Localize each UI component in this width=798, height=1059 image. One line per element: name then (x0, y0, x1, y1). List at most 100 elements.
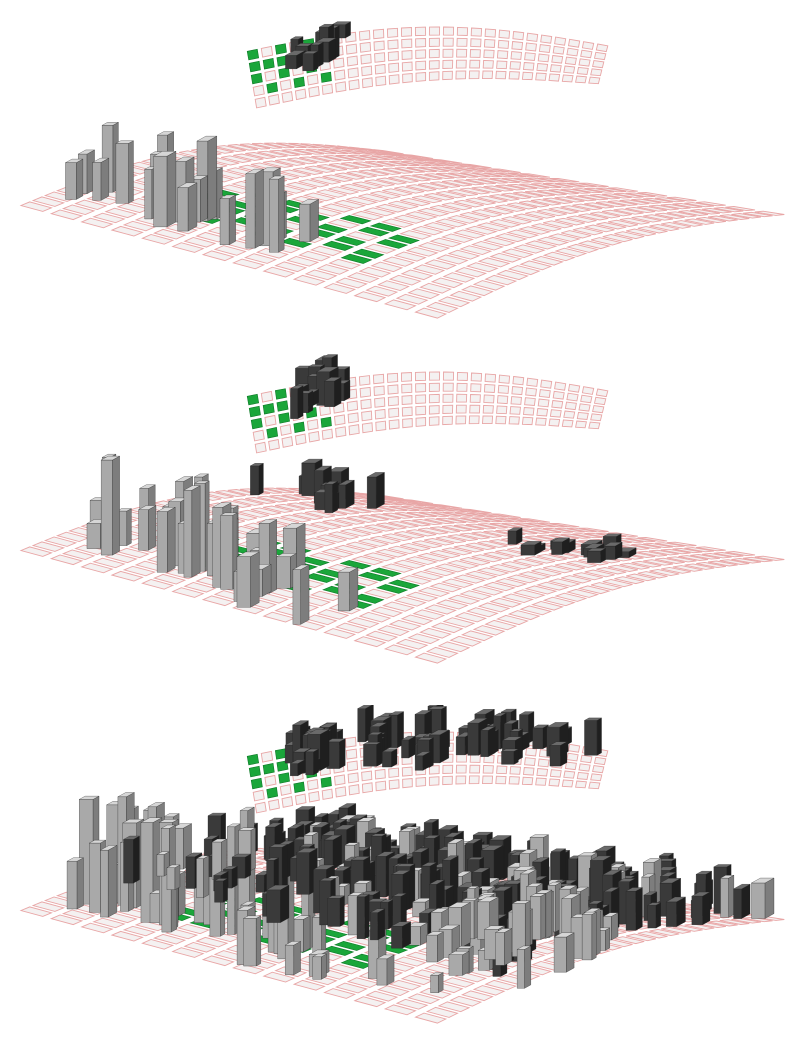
city-block (509, 61, 522, 70)
city-block (501, 216, 532, 225)
city-block (389, 505, 420, 511)
building (553, 932, 575, 973)
city-block (346, 541, 379, 551)
city-block (361, 410, 373, 422)
city-block (346, 400, 359, 412)
city-block (536, 581, 570, 591)
park-block (320, 776, 332, 788)
city-block (551, 400, 564, 409)
city-block (521, 776, 534, 786)
city-block (424, 518, 455, 525)
city-block (596, 222, 627, 230)
city-block (264, 774, 277, 787)
city-block (383, 1004, 417, 1016)
city-block (465, 197, 496, 206)
city-block (584, 202, 614, 209)
city-block (268, 93, 280, 106)
city-block (561, 779, 574, 788)
city-block (361, 65, 373, 77)
city-block (565, 588, 600, 598)
city-block (358, 193, 389, 202)
city-block (425, 646, 459, 658)
city-block (274, 158, 306, 166)
building (733, 883, 751, 919)
city-block (590, 413, 603, 422)
city-block (442, 382, 454, 392)
city-block (318, 148, 349, 155)
park-block (293, 421, 305, 433)
city-block (535, 777, 547, 786)
city-block (497, 39, 510, 49)
park-block (352, 593, 385, 604)
city-block (566, 215, 597, 223)
city-block (489, 522, 520, 529)
city-block (365, 990, 399, 1002)
city-block (358, 514, 389, 522)
city-block (567, 743, 581, 753)
city-block (245, 497, 276, 504)
city-block (554, 381, 567, 391)
city-block (537, 758, 550, 768)
city-block (238, 509, 270, 518)
city-block (302, 192, 337, 202)
city-block (578, 763, 591, 772)
city-block (387, 51, 399, 62)
city-block (380, 563, 415, 573)
building (312, 953, 327, 980)
city-block (590, 193, 620, 200)
city-block (440, 578, 475, 588)
city-block (399, 230, 433, 240)
park-block (250, 417, 263, 430)
city-block (495, 204, 526, 212)
city-block (411, 540, 443, 549)
city-block (566, 182, 597, 188)
city-block (335, 786, 347, 798)
city-block (455, 415, 467, 425)
city-block (49, 209, 84, 221)
city-block (625, 206, 656, 214)
city-block (302, 537, 337, 547)
city-block (608, 219, 638, 227)
city-block (522, 767, 535, 776)
city-block (110, 930, 144, 942)
city-block (442, 977, 476, 988)
park-block (246, 393, 260, 406)
park-block (387, 234, 420, 245)
park-block (293, 781, 305, 793)
city-block (672, 220, 703, 227)
city-block (684, 563, 715, 570)
city-block (566, 752, 579, 762)
city-block (428, 382, 440, 392)
city-block (602, 234, 633, 243)
city-block (468, 415, 480, 425)
city-block (232, 258, 266, 270)
city-block (358, 375, 371, 386)
city-block (323, 155, 354, 161)
city-block (416, 552, 450, 562)
city-block (513, 522, 544, 528)
city-block (441, 202, 473, 211)
city-block (393, 596, 427, 607)
city-block (269, 149, 300, 157)
stage-1-city-model (19, 21, 785, 319)
city-block (19, 546, 53, 557)
city-block (353, 291, 387, 303)
city-block (171, 947, 205, 958)
city-block (552, 45, 565, 55)
city-block (477, 523, 508, 529)
building (92, 157, 109, 201)
building (156, 507, 176, 573)
city-block (501, 561, 532, 570)
building (337, 567, 359, 612)
city-block (593, 51, 607, 61)
park-block (250, 777, 263, 790)
city-block (387, 384, 399, 395)
city-block (232, 963, 266, 975)
city-block (626, 573, 656, 582)
city-block (631, 560, 662, 568)
city-block (383, 644, 417, 656)
building (324, 481, 338, 513)
park-block (266, 427, 279, 439)
city-block (407, 993, 441, 1005)
park-block (322, 945, 355, 956)
